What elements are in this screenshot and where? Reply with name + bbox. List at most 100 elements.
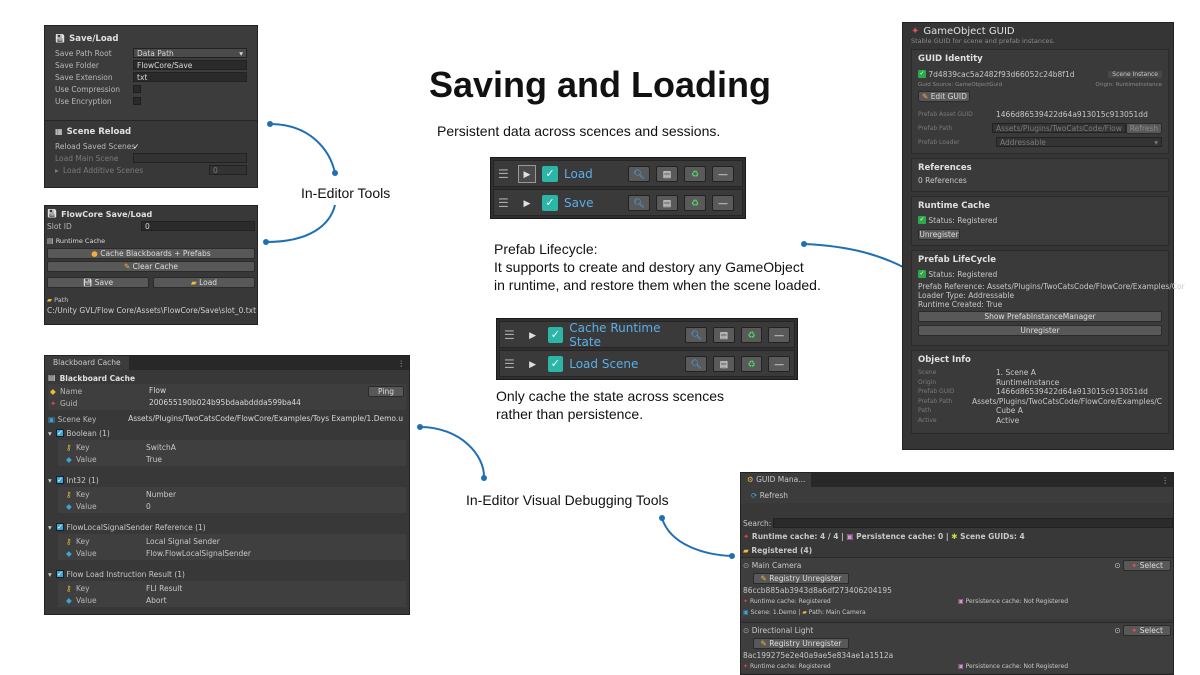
load-main-scene-field[interactable] (133, 153, 247, 163)
toolbar-row-load[interactable]: ☰ ▶ ✓ Load 🔍︎ ▤ ♻ — (493, 160, 743, 187)
prefab-path-field[interactable]: Assets/Plugins/TwoCatsCode/Flow (991, 123, 1126, 133)
checkbox-icon[interactable]: ✓ (542, 194, 558, 211)
group-header[interactable]: ▾✓ Flow Load Instruction Result (1) (48, 567, 406, 581)
save-load-buttons: 💾︎ Save ▰ Load (47, 277, 255, 288)
field-label: Key (76, 489, 90, 499)
play-icon[interactable]: ▶ (523, 197, 531, 208)
copy-icon[interactable]: ▤ (713, 326, 735, 343)
group-title: Int32 (1) (66, 475, 99, 485)
search-icon[interactable]: 🔍︎ (685, 355, 708, 372)
entry-guid: 8ac199275e2e40a9ae5e834ae1a1512a (743, 651, 894, 660)
show-prefab-manager-button[interactable]: Show PrefabInstanceManager (918, 311, 1162, 322)
unregister-button[interactable]: Unregister (918, 325, 1162, 336)
more-icon[interactable]: ⋮ (1161, 475, 1170, 485)
target-icon[interactable]: ⊙ (1114, 561, 1121, 570)
tab-guid-manager[interactable]: ⚙ GUID Mana... (741, 473, 812, 487)
group-header[interactable]: ▾✓ Int32 (1) (48, 473, 406, 487)
node-toolbar-bottom: ☰ ▶ ✓ Cache Runtime State 🔍︎ ▤ ♻ — ☰ ▶ ✓… (496, 318, 798, 380)
more-icon[interactable]: ⋮ (397, 358, 406, 368)
tab-bar: Blackboard Cache ⋮ (45, 356, 409, 370)
use-encryption-checkbox[interactable] (133, 97, 141, 105)
copy-icon[interactable]: ▤ (656, 165, 678, 182)
scene-icon: ▣ (48, 414, 56, 424)
registry-unregister-button[interactable]: ✎ Registry Unregister (753, 638, 849, 649)
floppy-icon: ▣ (846, 531, 854, 541)
node-toolbar-top: ☰ ▶ ✓ Load 🔍︎ ▤ ♻ — ☰ ▶ ✓ Save 🔍︎ ▤ ♻ — (490, 157, 746, 219)
target-icon[interactable]: ⊙ (1114, 626, 1121, 635)
section-title: Scene Reload (66, 127, 132, 137)
registered-header[interactable]: ▰ Registered (4) (741, 543, 1173, 557)
cache-blackboards-button[interactable]: ● Cache Blackboards + Prefabs (47, 248, 255, 259)
toolbar-row-cache-runtime[interactable]: ☰ ▶ ✓ Cache Runtime State 🔍︎ ▤ ♻ — (499, 321, 795, 349)
registry-unregister-button[interactable]: ✎ Registry Unregister (753, 573, 849, 584)
recycle-icon[interactable]: ♻ (684, 194, 706, 211)
group-checkbox[interactable]: ✓ (56, 523, 64, 531)
recycle-icon[interactable]: ♻ (684, 165, 706, 182)
panel-title: FlowCore Save/Load (61, 209, 153, 219)
group-header[interactable]: ▾✓ FlowLocalSignalSender Reference (1) (48, 520, 406, 534)
refresh-button[interactable]: Refresh (759, 490, 789, 500)
field-label: Active (918, 416, 937, 424)
search-icon[interactable]: 🔍︎ (685, 326, 708, 343)
menu-icon[interactable]: ☰ (498, 166, 509, 181)
checkbox-icon[interactable]: ✓ (547, 326, 564, 343)
section-title: Prefab LifeCycle (918, 255, 996, 265)
toolbar-row-save[interactable]: ☰ ▶ ✓ Save 🔍︎ ▤ ♻ — (493, 189, 743, 216)
document-icon: ▤ (48, 373, 56, 382)
group-checkbox[interactable]: ✓ (56, 429, 64, 437)
use-compression-checkbox[interactable] (133, 85, 141, 93)
search-icon[interactable]: 🔍︎ (628, 194, 650, 211)
play-icon[interactable]: ▶ (518, 164, 536, 183)
references-count: 0 References (918, 176, 967, 185)
ping-button[interactable]: Ping (368, 385, 404, 397)
refresh-button[interactable]: Refresh (1125, 122, 1162, 134)
save-extension-input[interactable]: txt (133, 72, 247, 82)
play-icon[interactable]: ▶ (529, 329, 537, 340)
select-button[interactable]: ✦ Select (1123, 560, 1171, 571)
save-path-root-dropdown[interactable]: Data Path▾ (133, 48, 247, 58)
key-icon: ⚷ (66, 442, 72, 452)
clear-cache-button[interactable]: ✎ Clear Cache (47, 261, 255, 272)
menu-icon[interactable]: ☰ (498, 195, 509, 210)
copy-icon[interactable]: ▤ (656, 194, 678, 211)
edit-guid-button[interactable]: ✎ Edit GUID (918, 91, 970, 102)
unregister-button[interactable]: Unregister (918, 229, 960, 240)
remove-icon[interactable]: — (712, 165, 734, 182)
group-checkbox[interactable]: ✓ (56, 476, 64, 484)
save-folder-input[interactable]: FlowCore/Save (133, 60, 247, 70)
chevron-right-icon[interactable]: ▸ (55, 165, 59, 175)
field-label: Load Additive Scenes (63, 165, 144, 175)
menu-icon[interactable]: ☰ (504, 327, 515, 342)
caption-line: Only cache the state across scences (496, 388, 724, 404)
remove-icon[interactable]: — (768, 326, 790, 343)
remove-icon[interactable]: — (712, 194, 734, 211)
group-header[interactable]: ▾✓ Boolean (1) (48, 426, 406, 440)
slot-id-input[interactable]: 0 (141, 221, 255, 231)
entry-cache-row: ✦ Runtime cache: Registered▣ Persistence… (743, 596, 1171, 607)
toolbar-row-load-scene[interactable]: ☰ ▶ ✓ Load Scene 🔍︎ ▤ ♻ — (499, 350, 795, 377)
recycle-icon[interactable]: ♻ (740, 355, 763, 372)
reload-saved-scenes-checkbox[interactable]: ✓ (133, 141, 140, 151)
prefab-lifecycle-box: Prefab LifeCycle ✓ Status: Registered Pr… (911, 250, 1185, 346)
prefab-loader-dropdown[interactable]: Addressable▾ (996, 137, 1162, 147)
select-button[interactable]: ✦ Select (1123, 625, 1171, 636)
search-input[interactable] (773, 518, 1173, 528)
tab-blackboard-cache[interactable]: Blackboard Cache (45, 356, 129, 370)
copy-icon[interactable]: ▤ (713, 355, 735, 372)
pin-icon: ✦ (743, 531, 750, 541)
menu-icon[interactable]: ☰ (504, 356, 515, 371)
remove-icon[interactable]: — (768, 355, 790, 372)
load-button[interactable]: ▰ Load (153, 277, 255, 288)
checkbox-icon[interactable]: ✓ (547, 355, 564, 372)
checkbox-icon[interactable]: ✓ (542, 165, 558, 182)
save-button[interactable]: 💾︎ Save (47, 277, 149, 288)
group-checkbox[interactable]: ✓ (56, 570, 64, 578)
recycle-icon[interactable]: ♻ (740, 326, 763, 343)
additive-count-field[interactable]: 0 (209, 165, 247, 175)
tag-icon: ◆ (50, 386, 56, 396)
play-icon[interactable]: ▶ (529, 358, 537, 369)
search-icon[interactable]: 🔍︎ (628, 165, 650, 182)
caption-cache-note: Only cache the state across scences rath… (496, 387, 724, 423)
